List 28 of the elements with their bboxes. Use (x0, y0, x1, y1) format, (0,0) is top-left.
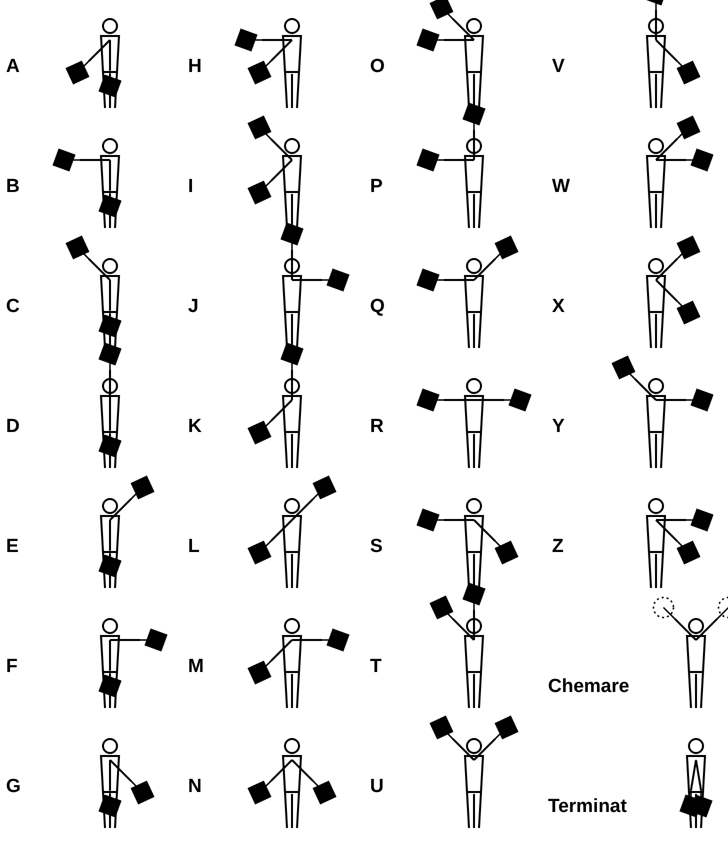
letter-label: L (188, 536, 200, 558)
letter-label: H (188, 56, 202, 78)
letter-label: J (188, 296, 199, 318)
letter-label: C (6, 296, 20, 318)
letter-label: I (188, 176, 194, 198)
letter-label: P (370, 176, 383, 198)
letter-label: Z (552, 536, 564, 558)
letter-label: Y (552, 416, 565, 438)
signal-name: Chemare (548, 676, 630, 698)
letter-label: K (188, 416, 202, 438)
letter-label: U (370, 776, 384, 798)
letter-label: O (370, 56, 385, 78)
letter-label: T (370, 656, 382, 678)
signal-name: Terminat (548, 796, 627, 818)
letter-label: R (370, 416, 384, 438)
letter-label: X (552, 296, 565, 318)
letter-label: B (6, 176, 20, 198)
letter-label: Q (370, 296, 385, 318)
letter-label: S (370, 536, 383, 558)
letter-label: A (6, 56, 20, 78)
letter-label: D (6, 416, 20, 438)
letter-label: G (6, 776, 21, 798)
letter-label: F (6, 656, 18, 678)
letter-label: V (552, 56, 565, 78)
letter-label: E (6, 536, 19, 558)
letter-label: W (552, 176, 570, 198)
letter-label: N (188, 776, 202, 798)
letter-label: M (188, 656, 204, 678)
